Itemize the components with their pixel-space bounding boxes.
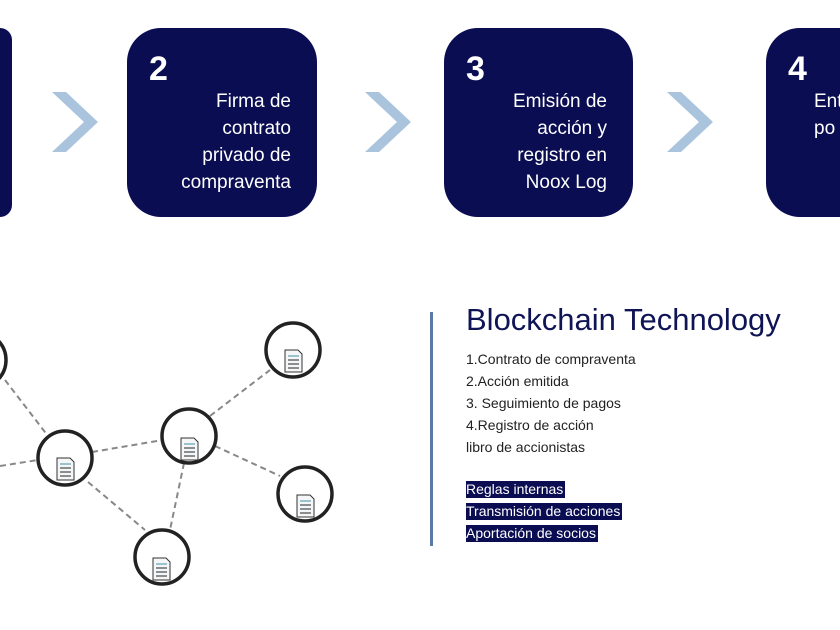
step-text: Emisión de acción y registro en Noox Log <box>513 91 607 193</box>
document-icon <box>180 437 199 461</box>
step-number: 4 <box>788 50 807 88</box>
list-item: 1.Contrato de compraventa <box>466 351 636 367</box>
node-circle <box>160 407 218 465</box>
link-line <box>0 459 39 467</box>
link-line <box>91 439 164 453</box>
node-circle <box>276 465 334 523</box>
divider <box>430 312 433 546</box>
step-card-2: 2 Firma de contrato privado de compraven… <box>127 28 317 217</box>
node-circle <box>0 339 8 381</box>
chevron-right-icon <box>667 92 713 152</box>
panel-list: 1.Contrato de compraventa 2.Acción emiti… <box>466 348 636 458</box>
list-item: 4.Registro de acción <box>466 417 594 433</box>
step-number: 2 <box>149 50 168 88</box>
step-card-1 <box>0 28 12 217</box>
step-number: 3 <box>466 50 485 88</box>
link-line <box>214 445 281 477</box>
step-card-4: 4 Ent po <box>766 28 840 217</box>
link-line <box>169 462 185 531</box>
highlight-item: Aportación de socios <box>466 525 598 542</box>
step-text: Ent po <box>814 91 840 139</box>
link-line <box>209 369 271 417</box>
node-circle <box>133 528 191 586</box>
chevron-right-icon <box>52 92 98 152</box>
list-item: 3. Seguimiento de pagos <box>466 395 621 411</box>
list-item: libro de accionistas <box>466 439 586 455</box>
document-icon <box>284 349 303 373</box>
step-card-3: 3 Emisión de acción y registro en Noox L… <box>444 28 633 217</box>
list-item: 2.Acción emitida <box>466 373 569 389</box>
highlight-item: Reglas internas <box>466 481 566 498</box>
step-text: Firma de contrato privado de compraventa <box>181 91 291 193</box>
blockchain-network-diagram <box>0 321 334 586</box>
document-icon <box>56 457 75 481</box>
link-line <box>4 379 49 437</box>
link-line <box>87 481 146 531</box>
document-icon <box>296 494 315 518</box>
document-icon <box>152 557 171 581</box>
panel-title: Blockchain Technology <box>466 302 781 337</box>
chevron-right-icon <box>365 92 411 152</box>
highlight-item: Transmisión de acciones <box>466 503 623 520</box>
